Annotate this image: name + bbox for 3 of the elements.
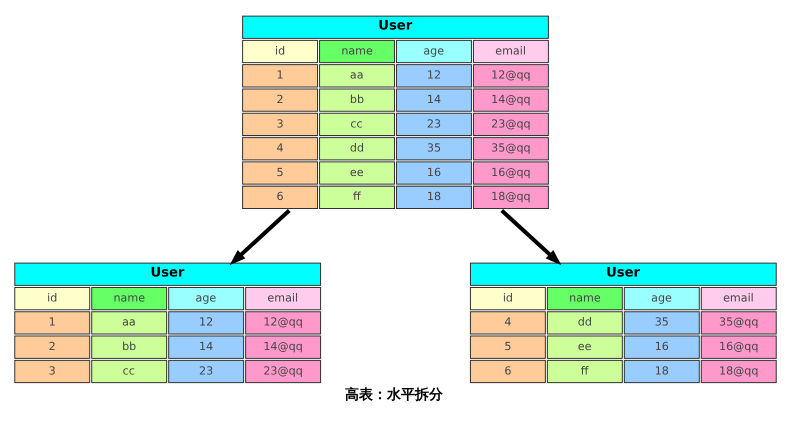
caption: 高表：水平拆分 [344, 386, 443, 403]
arrow [500, 208, 562, 265]
arrow [230, 208, 291, 265]
